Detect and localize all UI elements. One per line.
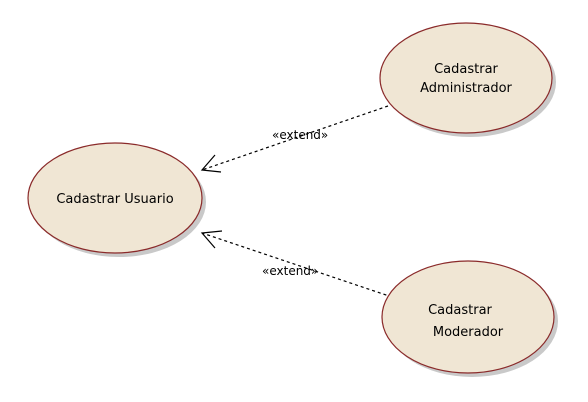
- extend-label: «extend»: [262, 264, 318, 278]
- use-case-label-line-1: Cadastrar: [428, 303, 492, 318]
- use-case-cadastrar-usuario[interactable]: Cadastrar Usuario: [27, 142, 206, 257]
- use-case-cadastrar-administrador[interactable]: Cadastrar Administrador: [379, 22, 556, 137]
- use-case-label-line-1: Cadastrar: [434, 62, 498, 77]
- use-case-cadastrar-moderador[interactable]: Cadastrar Moderador: [381, 260, 558, 377]
- extend-relation-moderador: «extend»: [200, 230, 393, 298]
- open-arrowhead-icon: [200, 154, 222, 173]
- extend-label: «extend»: [272, 128, 328, 142]
- use-case-ellipse: [27, 142, 203, 254]
- use-case-label-line-2: Administrador: [420, 81, 512, 96]
- use-case-label-line-2: Moderador: [433, 325, 504, 340]
- use-case-ellipse: [379, 22, 553, 134]
- use-case-label: Cadastrar Usuario: [56, 192, 173, 207]
- extend-relation-admin: «extend»: [200, 105, 389, 173]
- use-case-ellipse: [381, 260, 555, 374]
- extend-line: [201, 105, 389, 171]
- open-arrowhead-icon: [200, 230, 223, 249]
